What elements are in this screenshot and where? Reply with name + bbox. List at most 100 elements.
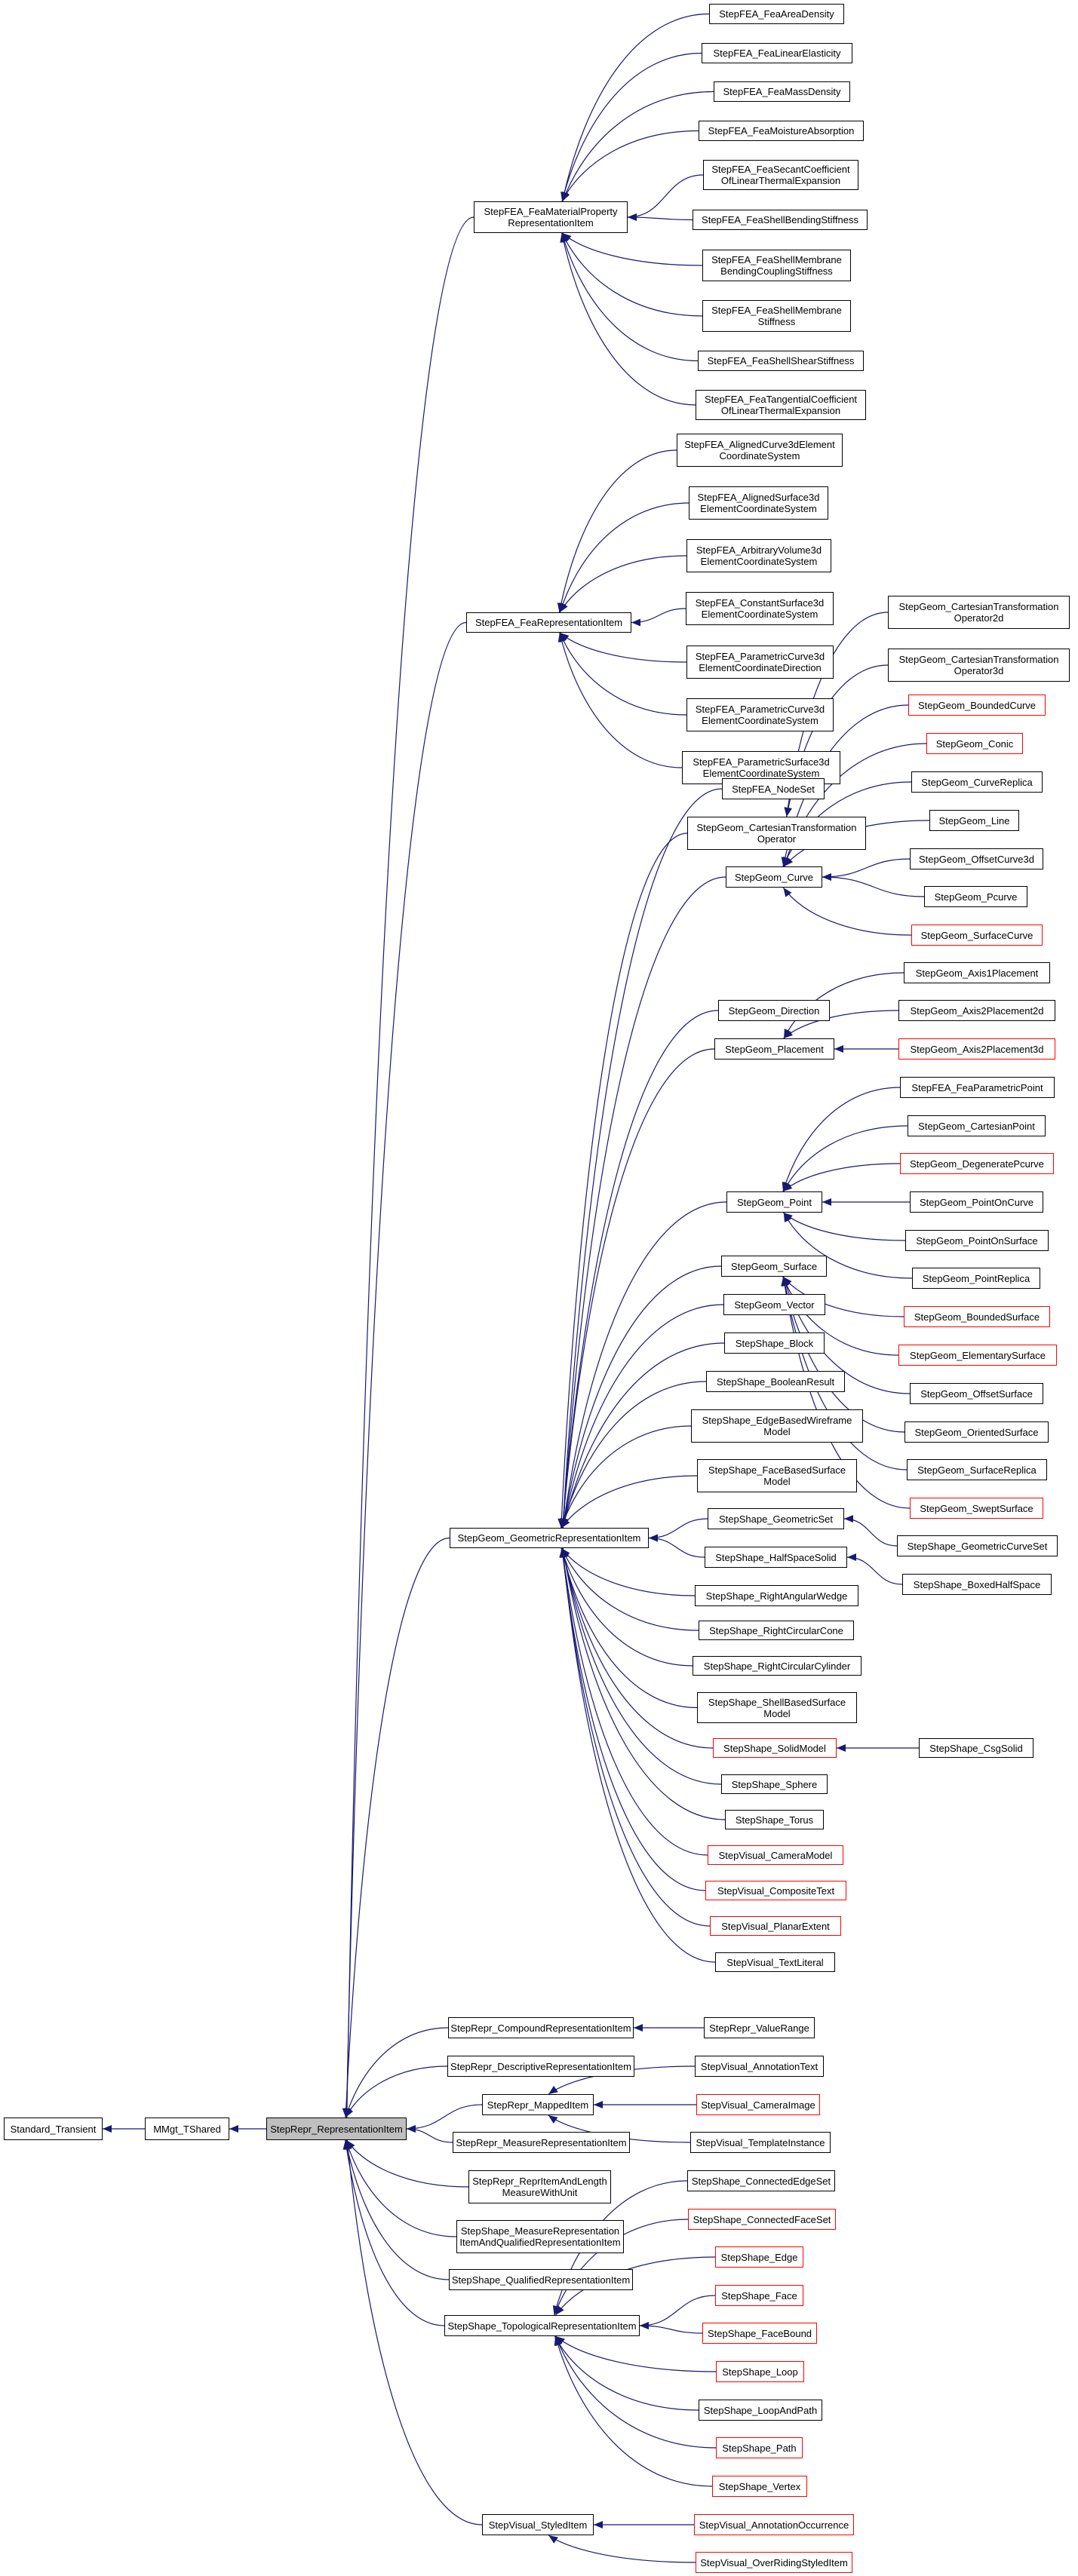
class-node-step-fea-aligned-curve3d-element-coordinate-system[interactable]: StepFEA_AlignedCurve3dElement Coordinate… [677,434,843,467]
class-node-step-geom-offset-surface[interactable]: StepGeom_OffsetSurface [910,1383,1043,1404]
class-node-step-geom-offset-curve3d[interactable]: StepGeom_OffsetCurve3d [910,848,1043,869]
class-node-step-fea-fea-shell-bending-stiffness[interactable]: StepFEA_FeaShellBendingStiffness [693,210,868,230]
class-node-mmgt-tshared[interactable]: MMgt_TShared [145,2118,229,2140]
class-node-step-shape-half-space-solid[interactable]: StepShape_HalfSpaceSolid [705,1547,847,1568]
class-node-step-shape-topological-representation-item[interactable]: StepShape_TopologicalRepresentationItem [444,2315,640,2336]
class-node-step-fea-aligned-surface3d-element-coordinate-system[interactable]: StepFEA_AlignedSurface3d ElementCoordina… [689,486,828,520]
class-node-step-geom-curve[interactable]: StepGeom_Curve [726,866,822,888]
class-node-step-geom-swept-surface[interactable]: StepGeom_SweptSurface [910,1498,1043,1519]
class-node-step-geom-surface-curve[interactable]: StepGeom_SurfaceCurve [911,925,1043,946]
class-node-step-visual-over-riding-styled-item[interactable]: StepVisual_OverRidingStyledItem [696,2552,852,2573]
class-node-step-shape-edge-based-wireframe-model[interactable]: StepShape_EdgeBasedWireframe Model [691,1409,863,1443]
class-node-step-repr-measure-representation-item[interactable]: StepRepr_MeasureRepresentationItem [453,2132,630,2153]
class-node-step-visual-composite-text[interactable]: StepVisual_CompositeText [705,1881,846,1900]
class-node-step-shape-face-bound[interactable]: StepShape_FaceBound [702,2323,817,2344]
class-node-step-geom-surface-replica[interactable]: StepGeom_SurfaceReplica [907,1459,1047,1480]
class-node-step-geom-bounded-surface[interactable]: StepGeom_BoundedSurface [904,1306,1050,1327]
class-node-step-geom-curve-replica[interactable]: StepGeom_CurveReplica [911,771,1043,793]
class-node-step-geom-bounded-curve[interactable]: StepGeom_BoundedCurve [908,695,1046,716]
class-node-step-fea-fea-moisture-absorption[interactable]: StepFEA_FeaMoistureAbsorption [699,121,864,141]
class-node-step-geom-cartesian-point[interactable]: StepGeom_CartesianPoint [908,1115,1046,1136]
class-node-step-geom-degenerate-pcurve[interactable]: StepGeom_DegeneratePcurve [900,1153,1054,1174]
class-node-step-shape-geometric-curve-set[interactable]: StepShape_GeometricCurveSet [897,1535,1058,1556]
class-node-step-shape-solid-model[interactable]: StepShape_SolidModel [713,1738,837,1758]
class-node-step-geom-axis1-placement[interactable]: StepGeom_Axis1Placement [904,962,1050,983]
class-node-step-geom-cartesian-transformation-operator3d[interactable]: StepGeom_CartesianTransformation Operato… [888,649,1070,682]
class-node-step-shape-path[interactable]: StepShape_Path [716,2437,803,2458]
class-node-standard-transient[interactable]: Standard_Transient [4,2118,103,2140]
class-node-step-visual-camera-model[interactable]: StepVisual_CameraModel [708,1845,843,1865]
class-node-step-geom-vector[interactable]: StepGeom_Vector [723,1294,825,1315]
class-node-step-repr-repr-item-and-length-measure-with-unit[interactable]: StepRepr_ReprItemAndLength MeasureWithUn… [468,2170,611,2203]
class-node-step-geom-elementary-surface[interactable]: StepGeom_ElementarySurface [898,1345,1057,1366]
class-node-step-geom-line[interactable]: StepGeom_Line [929,810,1019,831]
class-node-step-geom-conic[interactable]: StepGeom_Conic [926,733,1023,754]
class-node-step-shape-vertex[interactable]: StepShape_Vertex [712,2476,807,2497]
class-node-step-shape-boxed-half-space[interactable]: StepShape_BoxedHalfSpace [902,1574,1052,1595]
class-node-step-shape-csg-solid[interactable]: StepShape_CsgSolid [919,1738,1033,1758]
class-node-step-fea-fea-shell-membrane-bending-coupling-stiffness[interactable]: StepFEA_FeaShellMembrane BendingCoupling… [702,250,851,281]
class-node-step-fea-fea-secant-coefficient-of-linear-thermal-expansion[interactable]: StepFEA_FeaSecantCoefficient OfLinearThe… [703,160,858,190]
class-node-step-geom-geometric-representation-item[interactable]: StepGeom_GeometricRepresentationItem [450,1528,649,1548]
class-node-step-fea-fea-mass-density[interactable]: StepFEA_FeaMassDensity [714,81,850,102]
class-node-step-fea-fea-representation-item[interactable]: StepFEA_FeaRepresentationItem [466,612,631,633]
class-node-step-fea-parametric-curve3d-element-coordinate-direction[interactable]: StepFEA_ParametricCurve3d ElementCoordin… [686,646,834,679]
class-node-step-geom-axis2-placement3d[interactable]: StepGeom_Axis2Placement3d [898,1038,1055,1060]
class-node-step-shape-connected-edge-set[interactable]: StepShape_ConnectedEdgeSet [687,2170,835,2191]
class-node-step-geom-point-on-curve[interactable]: StepGeom_PointOnCurve [910,1191,1043,1213]
inheritance-edge [561,232,703,317]
class-node-step-shape-torus[interactable]: StepShape_Torus [725,1810,824,1829]
class-node-step-geom-axis2-placement2d[interactable]: StepGeom_Axis2Placement2d [898,1000,1055,1021]
class-node-step-shape-shell-based-surface-model[interactable]: StepShape_ShellBasedSurface Model [697,1692,857,1723]
class-node-step-visual-template-instance[interactable]: StepVisual_TemplateInstance [690,2132,831,2153]
class-node-step-geom-point-on-surface[interactable]: StepGeom_PointOnSurface [905,1230,1049,1251]
class-node-step-shape-boolean-result[interactable]: StepShape_BooleanResult [706,1371,845,1392]
class-node-step-geom-surface[interactable]: StepGeom_Surface [721,1256,827,1277]
class-node-step-geom-point[interactable]: StepGeom_Point [726,1191,822,1213]
class-node-step-visual-camera-image[interactable]: StepVisual_CameraImage [696,2094,820,2115]
class-node-step-repr-compound-representation-item[interactable]: StepRepr_CompoundRepresentationItem [448,2017,634,2038]
class-node-step-repr-value-range[interactable]: StepRepr_ValueRange [704,2017,815,2038]
class-node-step-visual-styled-item[interactable]: StepVisual_StyledItem [482,2514,594,2535]
class-node-step-shape-geometric-set[interactable]: StepShape_GeometricSet [708,1508,844,1529]
class-node-step-geom-direction[interactable]: StepGeom_Direction [718,1000,830,1021]
class-node-step-shape-right-circular-cone[interactable]: StepShape_RightCircularCone [699,1621,854,1640]
class-node-step-geom-cartesian-transformation-operator[interactable]: StepGeom_CartesianTransformation Operato… [687,817,866,850]
class-node-step-fea-fea-linear-elasticity[interactable]: StepFEA_FeaLinearElasticity [702,43,852,63]
class-node-step-fea-fea-tangential-coefficient-of-linear-thermal-expansion[interactable]: StepFEA_FeaTangentialCoefficient OfLinea… [696,390,866,420]
class-node-step-visual-text-literal[interactable]: StepVisual_TextLiteral [715,1952,835,1972]
class-node-step-fea-arbitrary-volume3d-element-coordinate-system[interactable]: StepFEA_ArbitraryVolume3d ElementCoordin… [686,539,831,572]
class-node-step-shape-edge[interactable]: StepShape_Edge [715,2246,803,2268]
class-node-step-shape-block[interactable]: StepShape_Block [724,1332,825,1354]
class-node-step-shape-loop-and-path[interactable]: StepShape_LoopAndPath [699,2400,822,2421]
class-node-step-fea-fea-shell-membrane-stiffness[interactable]: StepFEA_FeaShellMembrane Stiffness [702,300,851,332]
class-node-step-visual-planar-extent[interactable]: StepVisual_PlanarExtent [710,1916,841,1936]
class-node-step-repr-mapped-item[interactable]: StepRepr_MappedItem [482,2094,594,2115]
class-node-step-shape-face-based-surface-model[interactable]: StepShape_FaceBasedSurface Model [697,1459,857,1492]
class-node-step-visual-annotation-occurrence[interactable]: StepVisual_AnnotationOccurrence [694,2514,854,2535]
class-node-step-fea-parametric-curve3d-element-coordinate-system[interactable]: StepFEA_ParametricCurve3d ElementCoordin… [686,698,834,731]
class-node-step-shape-connected-face-set[interactable]: StepShape_ConnectedFaceSet [688,2209,836,2230]
class-node-step-repr-descriptive-representation-item[interactable]: StepRepr_DescriptiveRepresentationItem [447,2056,634,2077]
class-node-step-visual-annotation-text[interactable]: StepVisual_AnnotationText [695,2056,824,2077]
class-node-step-shape-right-circular-cylinder[interactable]: StepShape_RightCircularCylinder [693,1656,861,1676]
class-node-step-geom-placement[interactable]: StepGeom_Placement [714,1038,834,1060]
class-node-step-shape-right-angular-wedge[interactable]: StepShape_RightAngularWedge [695,1585,858,1606]
class-node-step-fea-fea-parametric-point[interactable]: StepFEA_FeaParametricPoint [900,1077,1055,1098]
class-node-step-fea-fea-area-density[interactable]: StepFEA_FeaAreaDensity [709,4,844,24]
class-node-step-geom-oriented-surface[interactable]: StepGeom_OrientedSurface [904,1421,1049,1443]
class-node-step-geom-point-replica[interactable]: StepGeom_PointReplica [912,1268,1040,1289]
class-node-step-shape-measure-representation-item-and-qualified-representation-item[interactable]: StepShape_MeasureRepresentation ItemAndQ… [456,2220,624,2253]
class-node-step-fea-constant-surface3d-element-coordinate-system[interactable]: StepFEA_ConstantSurface3d ElementCoordin… [686,592,834,625]
class-node-step-shape-qualified-representation-item[interactable]: StepShape_QualifiedRepresentationItem [449,2269,633,2290]
class-node-step-fea-node-set[interactable]: StepFEA_NodeSet [722,778,825,799]
class-node-step-fea-fea-material-property-representation-item[interactable]: StepFEA_FeaMaterialProperty Representati… [474,201,628,233]
class-node-step-shape-sphere[interactable]: StepShape_Sphere [721,1774,828,1794]
class-node-step-shape-loop[interactable]: StepShape_Loop [716,2361,804,2382]
class-node-step-shape-face[interactable]: StepShape_Face [715,2285,803,2306]
class-node-step-fea-fea-shell-shear-stiffness[interactable]: StepFEA_FeaShellShearStiffness [698,351,864,371]
class-node-step-geom-cartesian-transformation-operator2d[interactable]: StepGeom_CartesianTransformation Operato… [888,596,1070,629]
class-node-step-geom-pcurve[interactable]: StepGeom_Pcurve [924,886,1027,907]
class-node-step-repr-representation-item[interactable]: StepRepr_RepresentationItem [266,2118,407,2140]
arrowhead-icon [822,873,831,881]
